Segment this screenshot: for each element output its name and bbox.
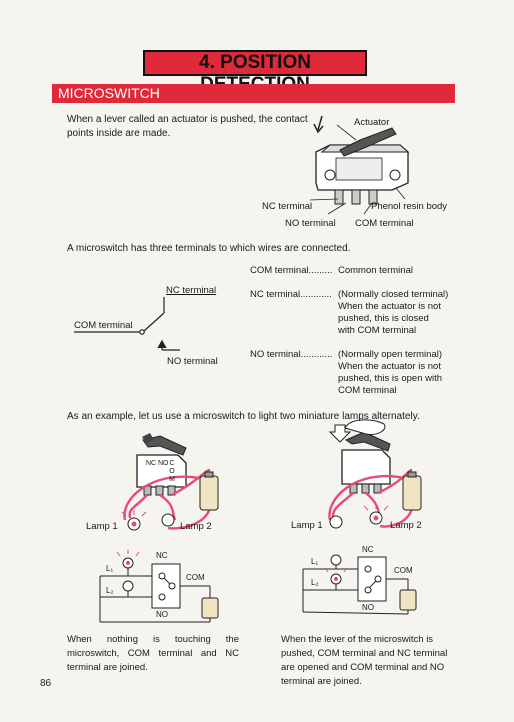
section-heading: MICROSWITCH: [52, 84, 455, 103]
left-circuit: [99, 550, 219, 623]
phenol-body-label: Phenol resin body: [371, 201, 448, 212]
def-nc-key: NC terminal............: [250, 289, 332, 300]
left-caption-line-2: microswitch, COM terminal and NC: [67, 648, 239, 659]
intro-text-line-1: When a lever called an actuator is pushe…: [67, 114, 308, 125]
schematic-com-label: COM terminal: [74, 320, 133, 331]
left-circuit-com: COM: [186, 573, 205, 582]
left-circuit-l2: L₂: [106, 586, 114, 595]
def-no-key: NO terminal............: [250, 349, 333, 360]
right-circuit-no: NO: [362, 603, 374, 612]
def-nc-value-3: pushed, this is closed: [338, 313, 429, 324]
def-com-value: Common terminal: [338, 265, 413, 276]
def-no-value-1: (Normally open terminal): [338, 349, 443, 360]
schematic-nc-label: NC terminal: [166, 285, 217, 296]
def-nc-value-4: with COM terminal: [338, 325, 417, 336]
def-com-key: COM terminal.........: [250, 265, 333, 276]
right-lamp2-label: Lamp 2: [390, 520, 422, 531]
left-switch-no-label: NO: [158, 460, 169, 467]
left-switch-nc-label: NC: [146, 460, 157, 467]
page-number: 86: [40, 678, 52, 689]
microswitch-figure: [309, 115, 410, 215]
actuator-label: Actuator: [354, 117, 390, 128]
switch-schematic: [74, 297, 180, 351]
right-lamp1-label: Lamp 1: [291, 520, 323, 531]
nc-terminal-label: NC terminal: [262, 201, 313, 212]
left-lamp2-label: Lamp 2: [180, 521, 212, 532]
no-terminal-label: NO terminal: [285, 218, 336, 229]
right-caption-line-4: terminal are joined.: [281, 676, 362, 687]
com-terminal-label: COM terminal: [355, 218, 414, 229]
left-lamp1-label: Lamp 1: [86, 521, 118, 532]
right-circuit: [302, 554, 417, 615]
def-no-value-4: COM terminal: [338, 385, 397, 396]
def-nc-value-1: (Normally closed terminal): [338, 289, 449, 300]
left-caption-line-1: When nothing is touching the: [67, 634, 239, 645]
intro-text-line-2: points inside are made.: [67, 128, 171, 139]
left-circuit-nc: NC: [156, 551, 168, 560]
right-caption-line-3: are opened and COM terminal and NO: [281, 662, 445, 673]
example-sentence: As an example, let us use a microswitch …: [67, 411, 420, 422]
example-left-switch: [121, 433, 219, 531]
schematic-no-label: NO terminal: [167, 356, 218, 367]
left-circuit-l1: L₁: [106, 564, 114, 573]
left-circuit-no: NO: [156, 610, 168, 619]
right-caption-line-2: pushed, COM terminal and NC terminal: [281, 648, 448, 659]
left-switch-com-label: COM: [169, 460, 175, 483]
right-caption-line-1: When the lever of the microswitch is: [281, 634, 434, 645]
right-circuit-l1: L₁: [311, 557, 319, 566]
def-no-value-2: When the actuator is not: [338, 361, 441, 372]
def-no-value-3: pushed, this is open with: [338, 373, 443, 384]
right-circuit-l2: L₂: [311, 578, 319, 587]
example-right-switch: [328, 419, 422, 529]
terminals-sentence: A microswitch has three terminals to whi…: [67, 243, 351, 254]
def-nc-value-2: When the actuator is not: [338, 301, 441, 312]
right-circuit-com: COM: [394, 566, 413, 575]
left-caption-line-3: terminal are joined.: [67, 662, 148, 673]
right-circuit-nc: NC: [362, 545, 374, 554]
